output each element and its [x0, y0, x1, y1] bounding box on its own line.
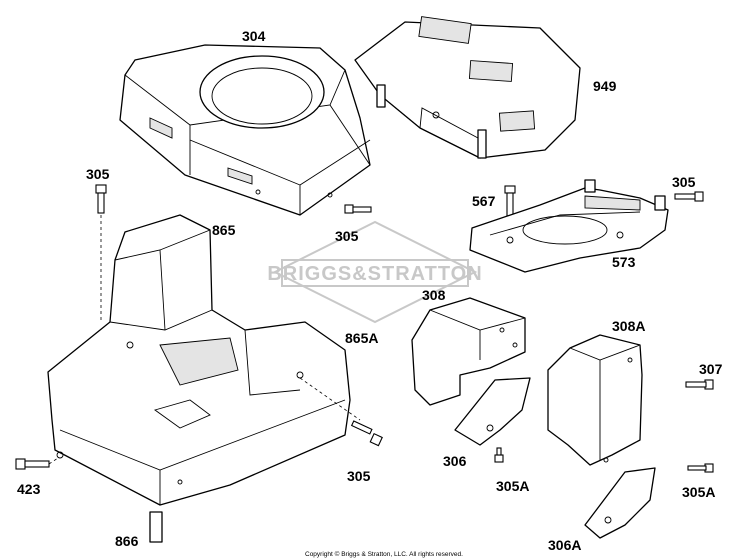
callout-304: 304 [242, 28, 266, 44]
callout-305-top-right: 305 [672, 174, 696, 190]
briggs-stratton-watermark: BRIGGS&STRATTON [267, 220, 482, 324]
bolt-307 [685, 379, 714, 390]
guard-306 [454, 377, 531, 446]
callout-305A-right: 305A [682, 484, 716, 500]
callout-423: 423 [17, 481, 41, 497]
blower-cover-949 [354, 16, 581, 159]
callout-567: 567 [472, 193, 496, 209]
watermark-text: BRIGGS&STRATTON [267, 263, 482, 285]
bolt-305-lower-middle [299, 377, 383, 447]
bolt-305-middle [344, 204, 372, 214]
callout-865: 865 [212, 222, 236, 238]
base-plate-573 [469, 179, 669, 273]
callout-865A: 865A [345, 330, 379, 346]
callout-305-middle: 305 [335, 228, 359, 244]
callout-306: 306 [443, 453, 467, 469]
callout-305-lower: 305 [347, 468, 371, 484]
callout-305-upper-left: 305 [86, 166, 110, 182]
bolt-305-top-right [674, 191, 704, 202]
callout-305A-left: 305A [496, 478, 530, 494]
callout-306A: 306A [548, 537, 582, 553]
screw-305A-right [687, 463, 714, 473]
callout-573: 573 [612, 254, 636, 270]
blower-housing-304 [119, 44, 371, 216]
shroud-308A [547, 334, 643, 466]
bolt-567 [504, 185, 516, 218]
screw-305A-left [494, 447, 504, 463]
callout-308A: 308A [612, 318, 646, 334]
shroud-308 [411, 297, 526, 406]
copyright-notice: Copyright © Briggs & Stratton, LLC. All … [305, 551, 463, 558]
callout-866: 866 [115, 533, 139, 549]
callout-949: 949 [593, 78, 617, 94]
bolt-423 [15, 457, 59, 470]
guard-306A [584, 467, 656, 539]
callout-307: 307 [699, 361, 723, 377]
callout-308: 308 [422, 287, 446, 303]
bolt-305-upper-left [95, 184, 107, 320]
shroud-assembly-865-866 [47, 214, 351, 543]
